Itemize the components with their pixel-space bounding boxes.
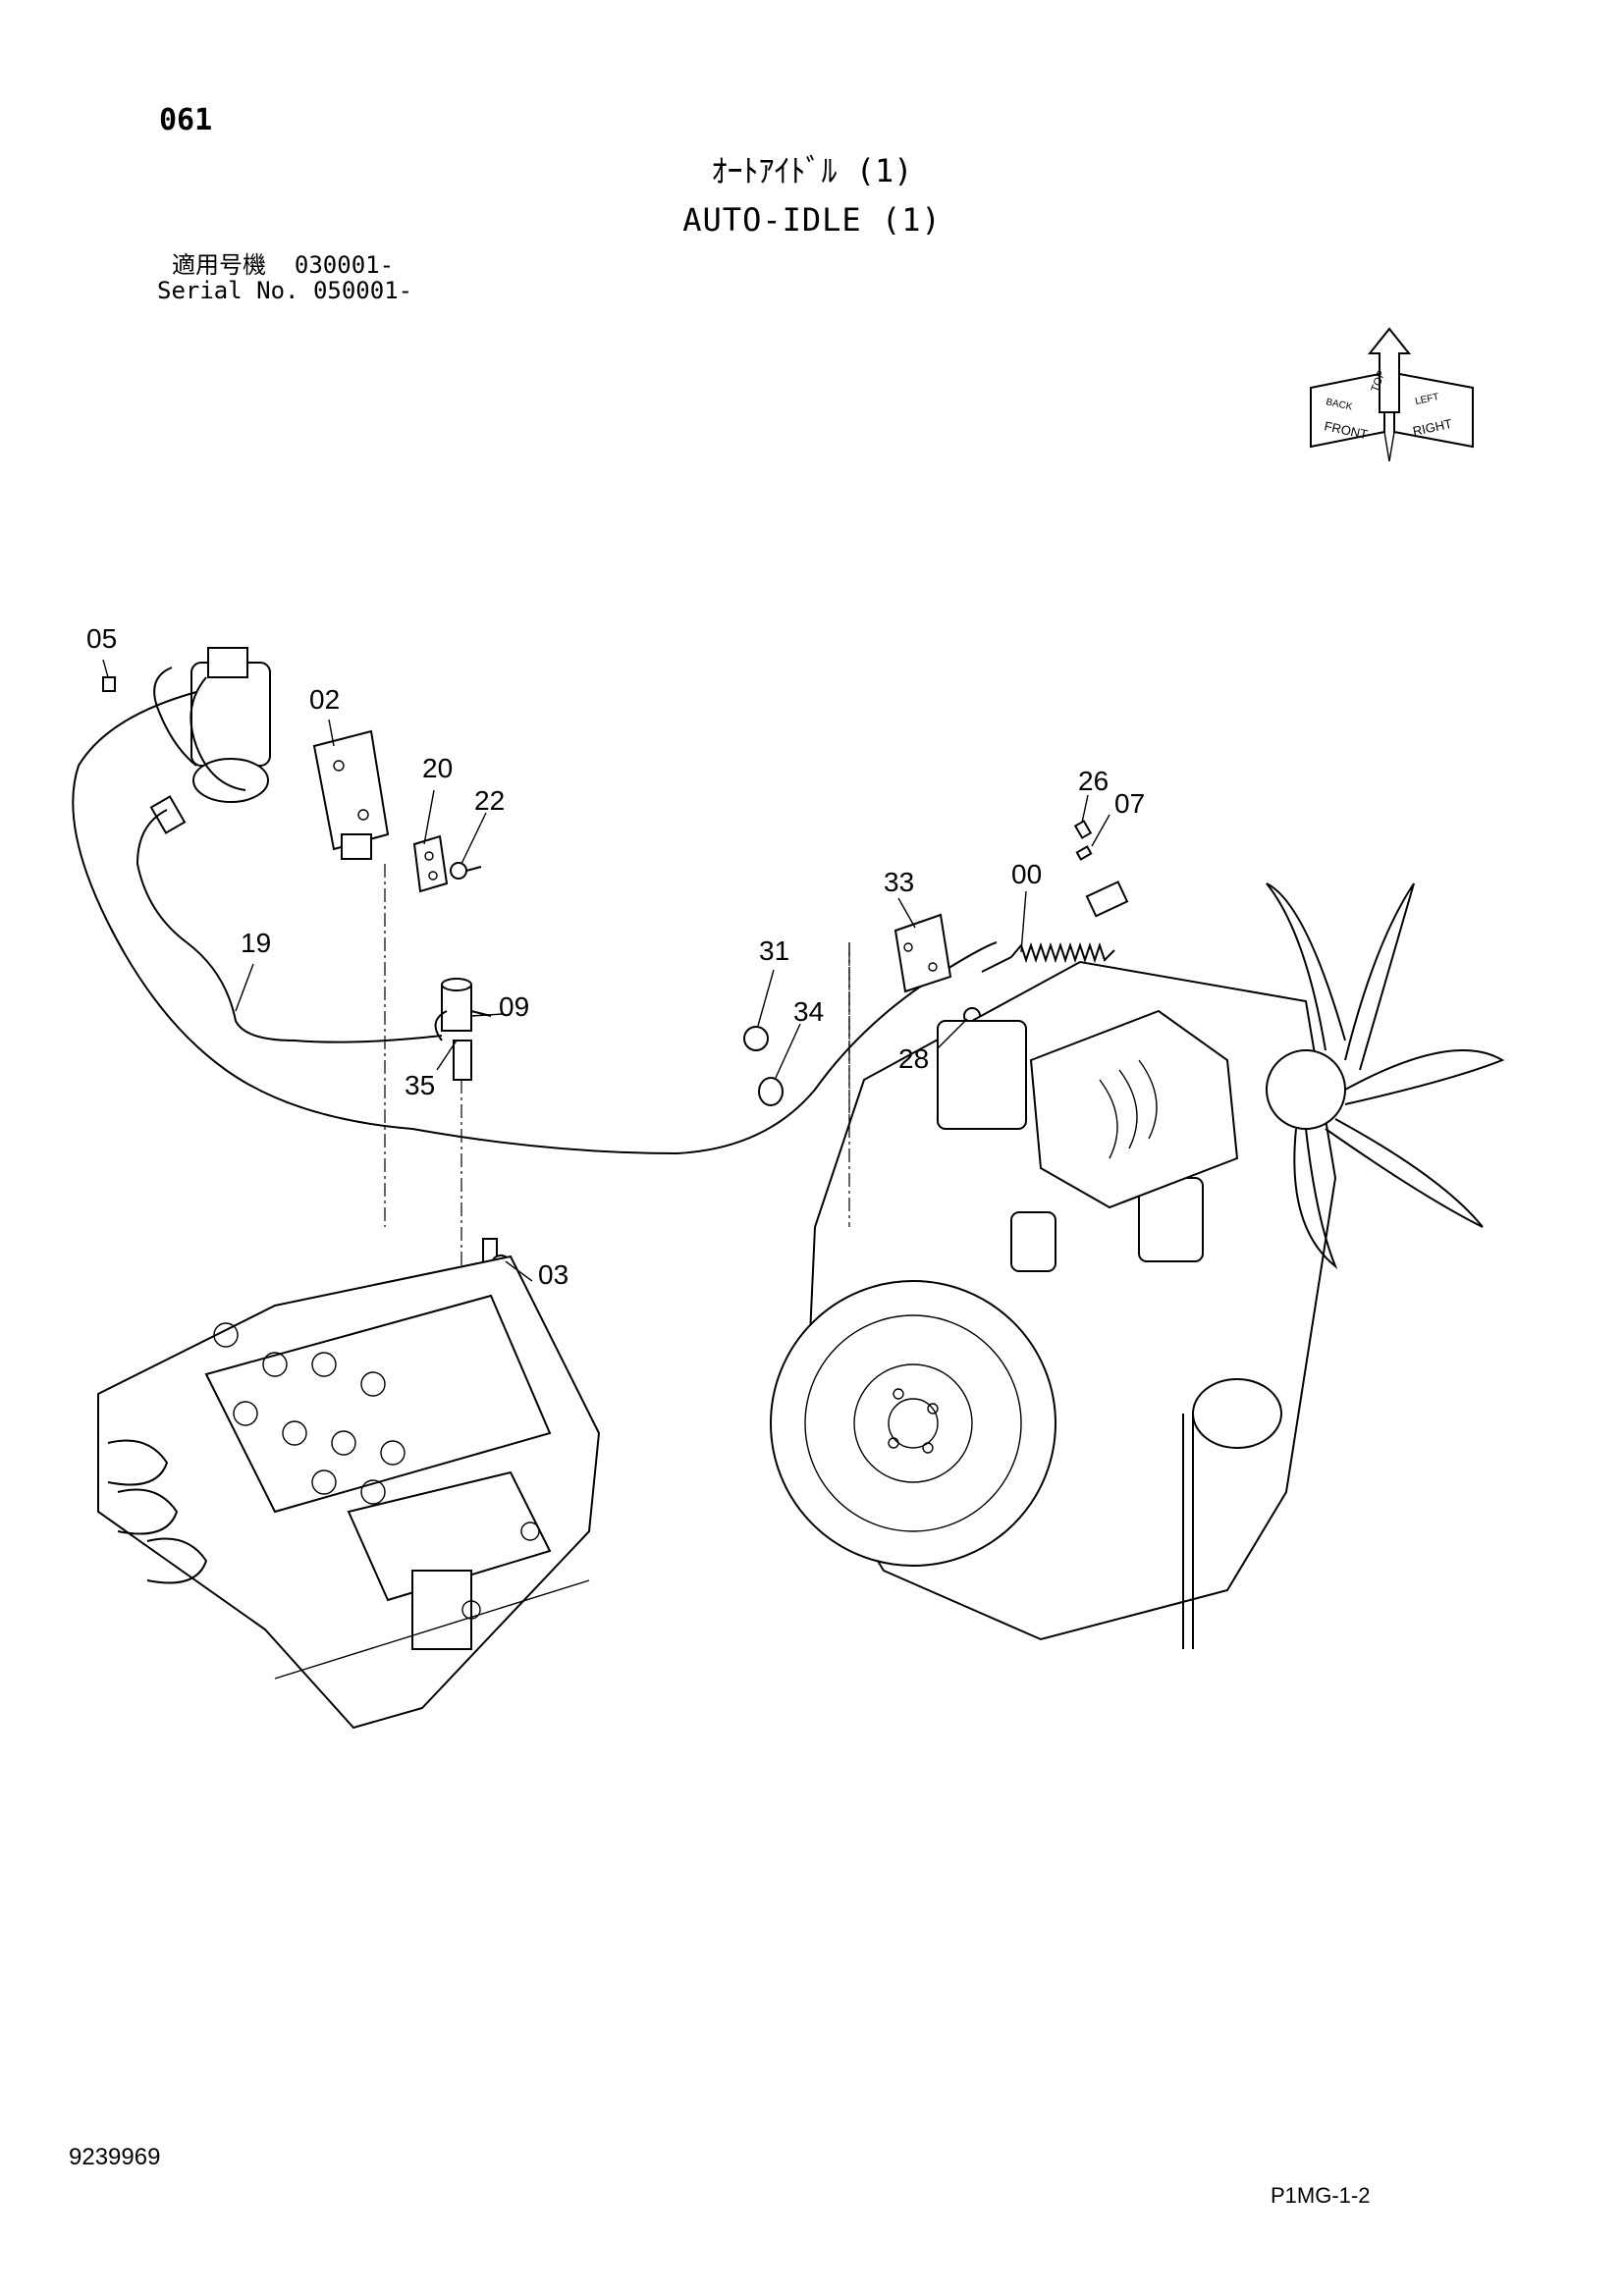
page-reference: P1MG-1-2	[1271, 2183, 1371, 2208]
callout-28: 28	[898, 1043, 929, 1074]
serial-range-japanese: 適用号機 030001-	[172, 251, 395, 279]
callout-19: 19	[241, 928, 271, 958]
pressure-sensor	[434, 978, 492, 1081]
orientation-left-label: LEFT	[1414, 392, 1439, 407]
callout-35: 35	[405, 1070, 435, 1100]
control-valve	[97, 1255, 601, 1730]
cooling-fan	[1266, 882, 1505, 1270]
page-number: 061	[159, 103, 213, 137]
bolt-22	[450, 862, 482, 880]
mounting-plate	[412, 834, 449, 893]
title-japanese: ｵｰﾄｱｲﾄﾞﾙ (1)	[711, 152, 913, 189]
cable-clamp	[743, 1026, 784, 1106]
engine	[770, 952, 1337, 1649]
callout-34: 34	[793, 996, 824, 1027]
cable-bracket	[893, 913, 952, 993]
callout-33: 33	[884, 867, 914, 897]
orientation-indicator: TOP FRONT RIGHT BACK LEFT	[1310, 327, 1474, 462]
bolt-05	[102, 676, 116, 692]
callout-00: 00	[1011, 859, 1042, 889]
callout-20: 20	[422, 753, 453, 783]
auto-idle-motor	[149, 647, 271, 834]
motor-bracket	[312, 729, 390, 860]
title-english: AUTO-IDLE (1)	[682, 201, 942, 239]
callout-03: 03	[538, 1259, 568, 1290]
throttle-cable	[72, 691, 998, 1155]
callout-31: 31	[759, 935, 789, 966]
callout-26: 26	[1078, 766, 1109, 796]
callout-05: 05	[86, 623, 117, 654]
callout-22: 22	[474, 785, 505, 816]
callout-09: 09	[499, 991, 529, 1022]
leader-lines	[102, 659, 1110, 1282]
callout-02: 02	[309, 684, 340, 715]
serial-range-english: Serial No. 050001-	[157, 277, 413, 304]
document-number: 9239969	[69, 2144, 161, 2170]
callout-07: 07	[1114, 788, 1145, 819]
